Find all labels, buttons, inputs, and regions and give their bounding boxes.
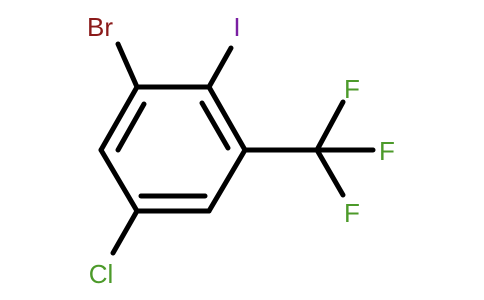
bond-to-i <box>206 45 234 90</box>
ring-bond <box>98 147 140 214</box>
bond-to-f1 <box>314 99 346 153</box>
ring-bond <box>98 84 140 153</box>
ring-bond <box>206 147 248 214</box>
atom-label-br: Br <box>87 12 113 42</box>
atom-labels: Br I Cl F F F <box>87 12 395 289</box>
ring-bond <box>206 84 248 153</box>
double-bond-inner <box>115 101 147 153</box>
bond-to-f3 <box>314 147 346 198</box>
bond-to-cl <box>110 208 140 256</box>
atom-label-cl: Cl <box>89 259 114 289</box>
double-bond-inner <box>199 100 231 151</box>
atom-label-f2: F <box>379 136 395 166</box>
bonds <box>98 41 376 256</box>
bond-to-br <box>115 41 140 90</box>
atom-label-f1: F <box>344 74 360 104</box>
atom-label-i: I <box>233 12 240 42</box>
atom-label-f3: F <box>344 198 360 228</box>
